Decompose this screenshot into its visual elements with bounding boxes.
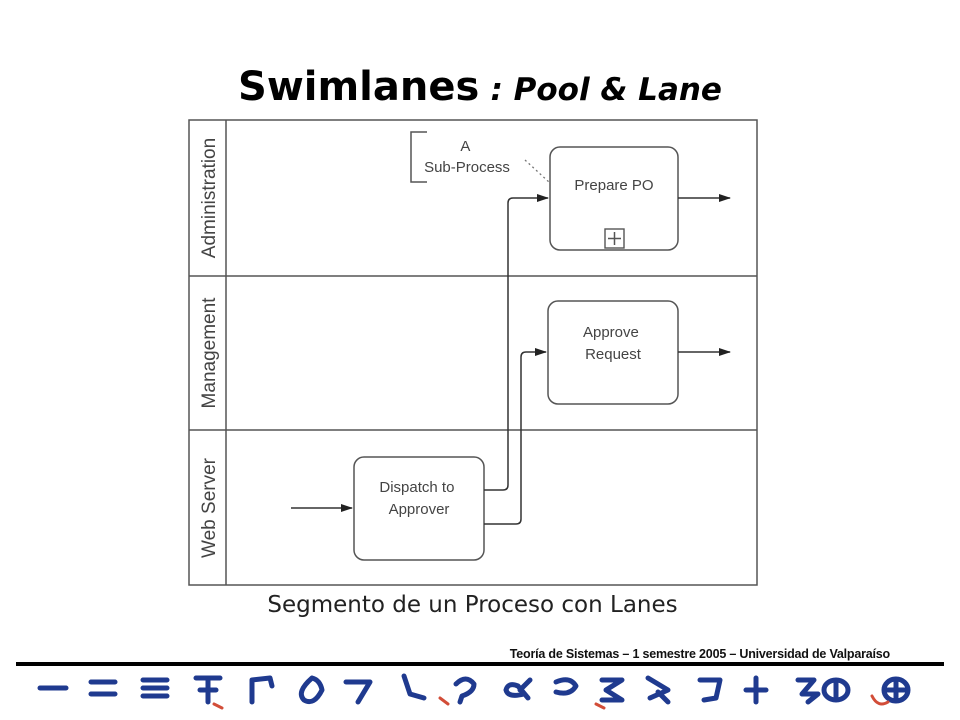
task-approve-request-line-2: Request xyxy=(585,346,642,363)
glyph-16-icon xyxy=(795,677,821,705)
annotation-line-1: A xyxy=(460,138,470,155)
task-prepare-po-label: Prepare PO xyxy=(574,177,653,194)
glyph-10-icon xyxy=(503,677,533,701)
title-sub: : Pool & Lane xyxy=(490,72,722,108)
glyph-12-icon xyxy=(599,677,625,703)
glyph-8-icon xyxy=(401,673,427,701)
glyph-7-icon xyxy=(343,679,373,705)
glyph-6-icon xyxy=(298,675,325,705)
glyph-14-icon xyxy=(697,677,723,703)
task-dispatch-line-1: Dispatch to xyxy=(379,479,454,496)
decorative-glyph-strip xyxy=(37,673,911,710)
subprocess-plus-icon xyxy=(604,228,625,249)
glyph-accent-4-icon xyxy=(870,694,890,706)
flow-dispatch-to-approve-request xyxy=(484,348,547,525)
glyph-4-icon xyxy=(193,675,223,705)
title-main: Swimlanes xyxy=(238,64,480,110)
glyph-3-icon xyxy=(140,677,170,699)
task-approve-request-label: Approve Request xyxy=(583,324,643,363)
glyph-17-icon xyxy=(821,677,851,703)
task-dispatch xyxy=(353,456,485,561)
annotation-text: A Sub-Process xyxy=(424,138,510,176)
glyph-13-icon xyxy=(645,675,671,705)
slide-title: Swimlanes : Pool & Lane xyxy=(0,64,960,110)
footer-rule xyxy=(16,662,944,666)
glyph-accent-1-icon xyxy=(212,702,224,710)
diagram-caption: Segmento de un Proceso con Lanes xyxy=(267,592,678,618)
glyph-5-icon xyxy=(249,675,275,705)
glyph-15-icon xyxy=(743,675,769,705)
lane-label-web-server: Web Server xyxy=(199,457,220,558)
swimlane-diagram: Administration Management Web Server A S… xyxy=(188,119,758,586)
task-dispatch-line-2: Approver xyxy=(389,501,450,518)
glyph-11-icon xyxy=(553,677,579,696)
task-approve-request-line-1: Approve xyxy=(583,324,639,341)
annotation-line-2: Sub-Process xyxy=(424,159,510,176)
glyph-2-icon xyxy=(88,679,118,697)
lane-label-administration: Administration xyxy=(199,138,220,258)
footer-text: Teoría de Sistemas – 1 semestre 2005 – U… xyxy=(509,647,890,661)
task-dispatch-label: Dispatch to Approver xyxy=(379,479,458,518)
glyph-18-icon xyxy=(881,676,911,704)
glyph-accent-2-icon xyxy=(438,696,450,706)
flow-dispatch-to-prepare-po xyxy=(484,194,549,491)
annotation-bracket xyxy=(410,131,427,183)
task-prepare-po-line-1: Prepare PO xyxy=(574,177,653,194)
lane-label-management: Management xyxy=(199,297,220,409)
glyph-accent-3-icon xyxy=(594,702,606,710)
glyph-9-icon xyxy=(453,676,477,705)
annotation-association xyxy=(524,159,551,184)
